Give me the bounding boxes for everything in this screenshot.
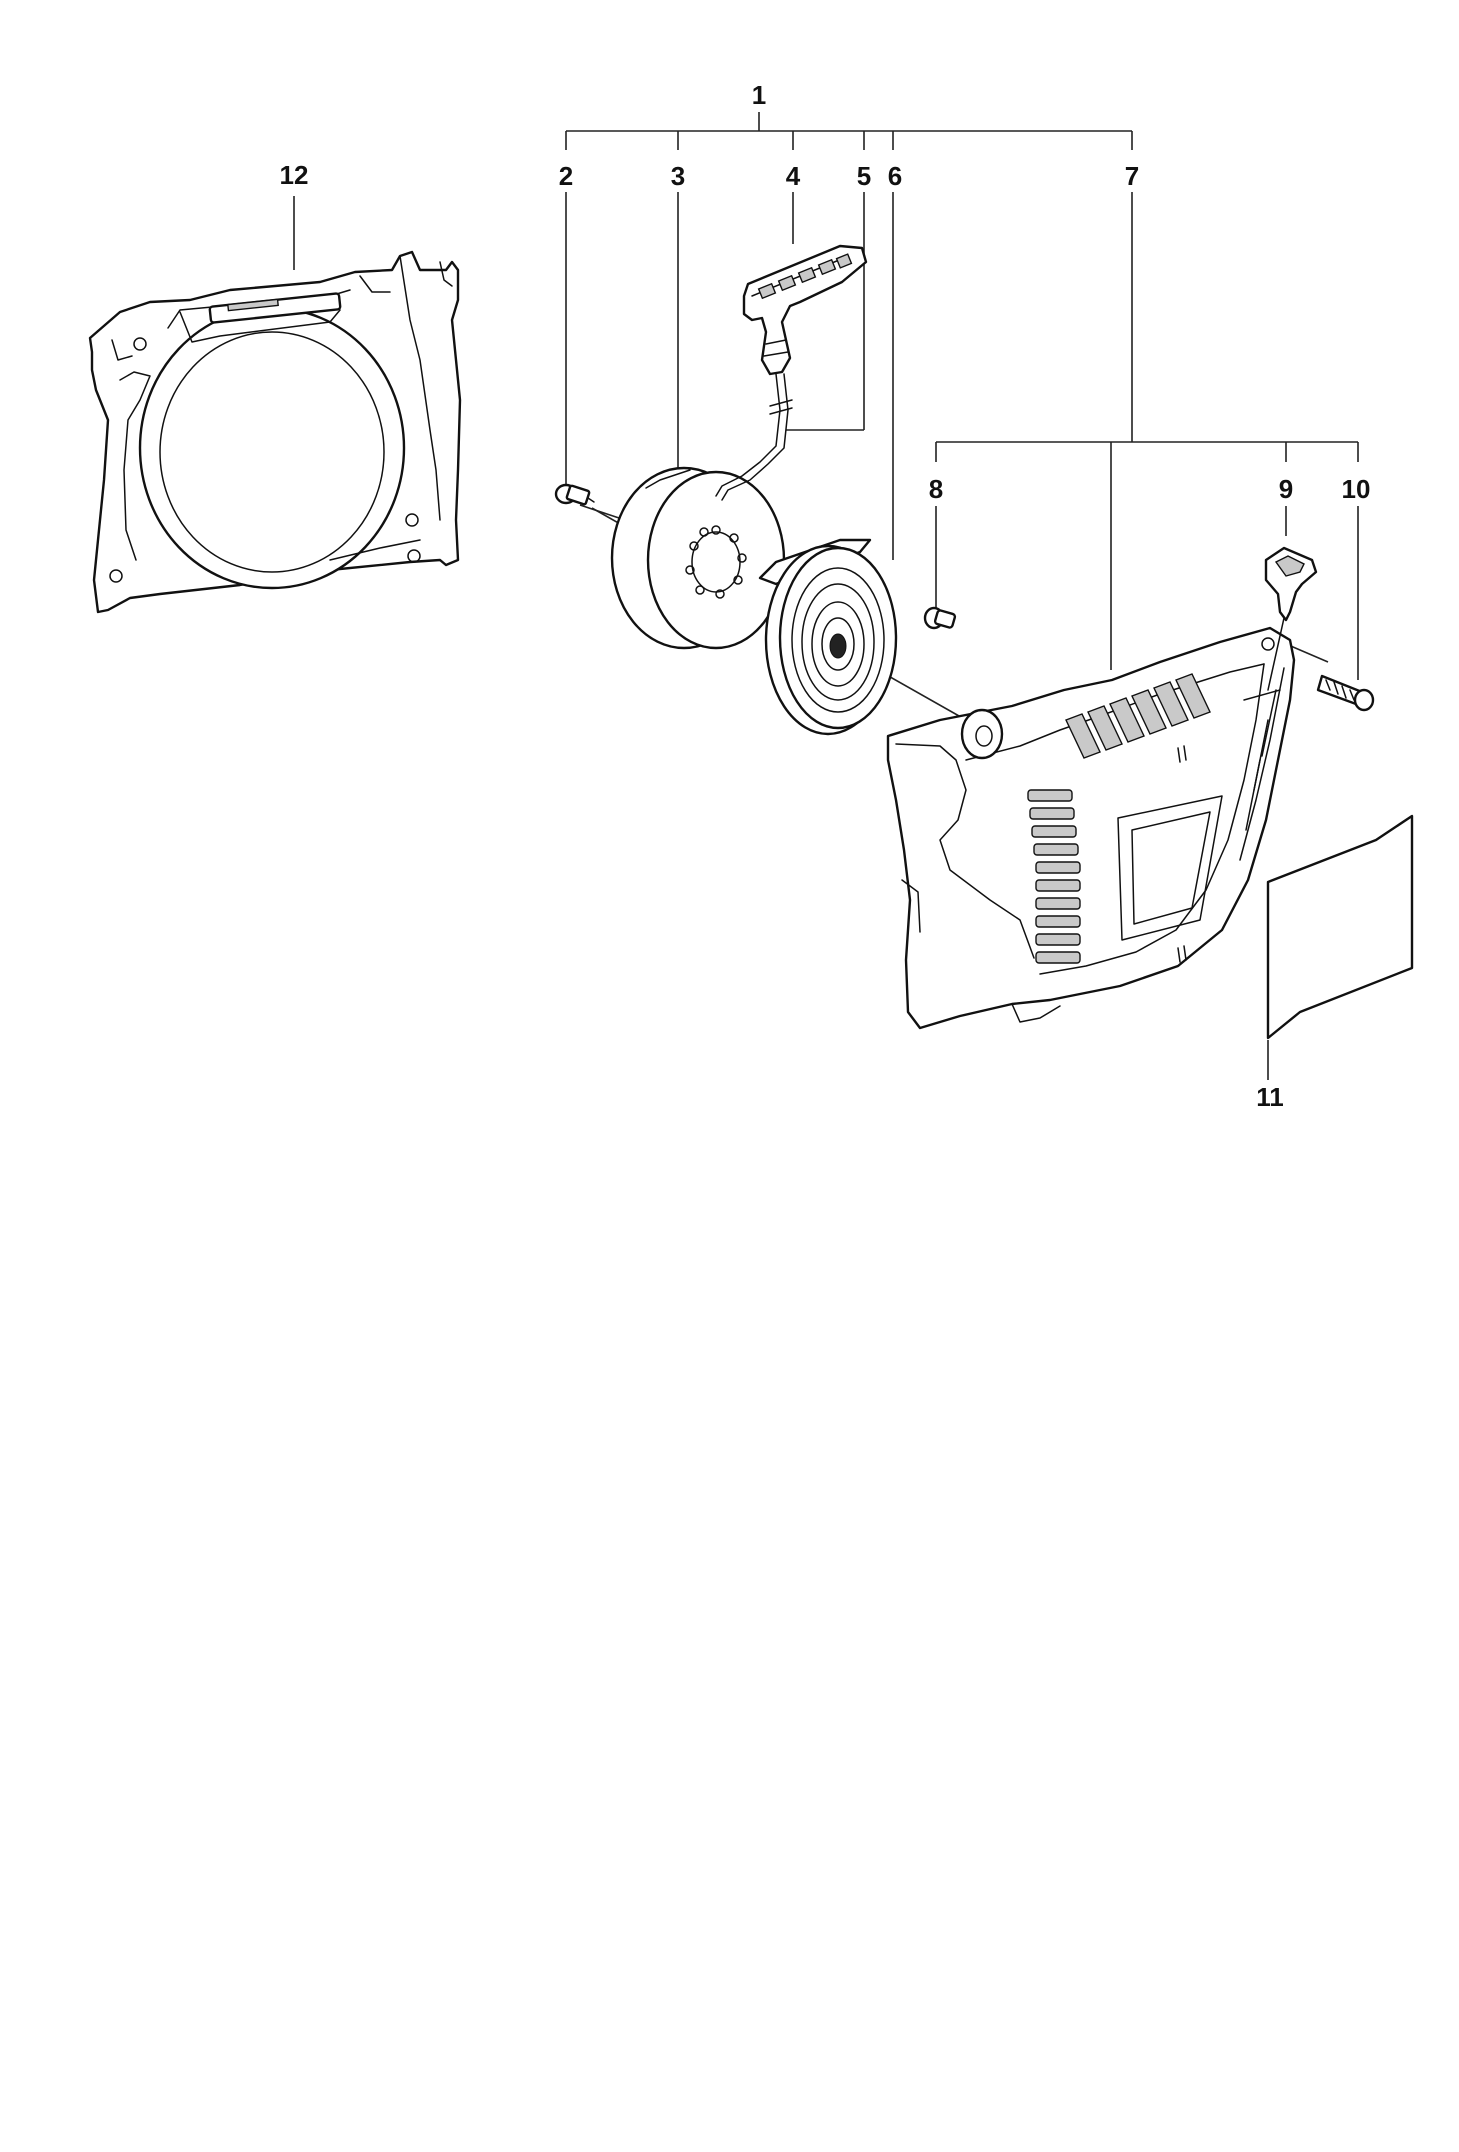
- screw-part-10: [1316, 674, 1375, 712]
- starter-rope-part-5: [715, 373, 793, 501]
- callout-2: 2: [559, 161, 573, 191]
- callout-3: 3: [671, 161, 685, 191]
- callout-5: 5: [857, 161, 871, 191]
- callout-labels: 1 2 3 4 5 6 7 8 9 10 11 12: [280, 80, 1371, 1112]
- bushing-part-8: [923, 606, 957, 630]
- top-vents: [1065, 673, 1211, 759]
- screw-part-2: [554, 483, 595, 506]
- starter-cover-part-7: [886, 626, 1296, 1030]
- rope-pulley-part-3: [610, 466, 786, 650]
- callout-10: 10: [1342, 474, 1371, 504]
- pulley-holes: [685, 525, 747, 599]
- side-vents: [1027, 789, 1081, 964]
- callout-1: 1: [752, 80, 766, 110]
- washer-on-cover: [960, 708, 1004, 760]
- callout-8: 8: [929, 474, 943, 504]
- callout-9: 9: [1279, 474, 1293, 504]
- recoil-spring-part-6: [758, 538, 898, 736]
- callout-4: 4: [786, 161, 801, 191]
- starter-handle-part-4: [742, 244, 868, 376]
- grommet-part-9: [1264, 546, 1318, 691]
- decal-part-11: [1266, 814, 1414, 1040]
- fan-housing-part-12: [88, 250, 462, 614]
- callout-6: 6: [888, 161, 902, 191]
- callout-7: 7: [1125, 161, 1139, 191]
- callout-11: 11: [1256, 1082, 1284, 1112]
- callout-12: 12: [280, 160, 309, 190]
